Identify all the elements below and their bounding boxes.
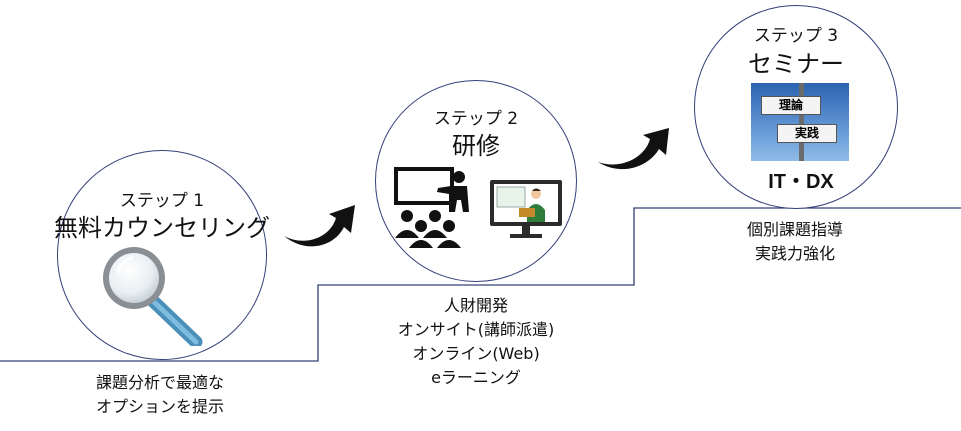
description-line: 人財開発 <box>443 296 508 315</box>
monitor-icon <box>490 180 562 238</box>
signpost-pole <box>799 83 804 161</box>
description-line: eラーニング <box>431 368 521 387</box>
arrow-icon <box>284 205 355 247</box>
step-1-label: ステップ 1 <box>119 191 205 211</box>
signpost-icon: 理論 実践 <box>751 83 849 161</box>
magnifier-icon <box>103 247 203 346</box>
description-line: オプションを提示 <box>95 397 224 416</box>
it-dx-caption: IT・DX <box>768 171 834 193</box>
step-3-title: セミナー <box>748 50 844 78</box>
classroom-icon <box>394 167 469 248</box>
description-line: 実践力強化 <box>754 244 835 263</box>
description-line: オンサイト(講師派遣) <box>397 320 555 339</box>
description-line: 個別課題指導 <box>746 220 843 239</box>
sign-theory: 理論 <box>761 96 821 115</box>
step-2-title: 研修 <box>452 132 500 160</box>
sign-practice: 実践 <box>777 124 837 143</box>
arrow-icon <box>598 128 669 170</box>
step-2-description: 人財開発 オンサイト(講師派遣) オンライン(Web) eラーニング <box>356 294 596 390</box>
description-line: オンライン(Web) <box>412 344 540 363</box>
step-1-description: 課題分析で最適な オプションを提示 <box>30 371 290 419</box>
description-line: 課題分析で最適な <box>95 373 224 392</box>
step-1-circle <box>57 150 267 360</box>
step-3-label: ステップ 3 <box>753 26 839 46</box>
step-1-title: 無料カウンセリング <box>54 214 270 242</box>
staircase-line <box>0 207 961 362</box>
step-2-label: ステップ 2 <box>433 109 519 129</box>
step-3-description: 個別課題指導 実践力強化 <box>690 218 900 266</box>
